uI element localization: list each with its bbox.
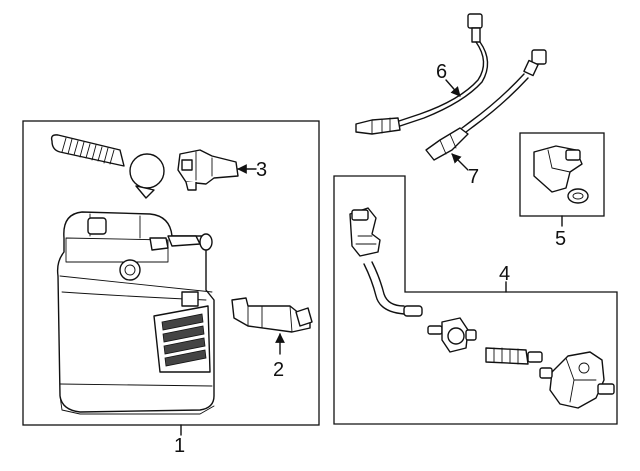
oxygen-sensor-part-6 — [355, 13, 489, 135]
connector-hose — [485, 347, 543, 365]
callout-6: 6 — [436, 61, 447, 83]
callout-4: 4 — [499, 263, 510, 285]
callout-6-arrow — [445, 79, 461, 97]
evap-canister — [56, 211, 215, 415]
vent-hose — [50, 134, 165, 199]
purge-connector — [349, 207, 381, 257]
purge-solenoid — [539, 351, 615, 409]
callout-3: 3 — [256, 159, 267, 181]
purge-group-box — [333, 175, 618, 425]
callout-7-arrow — [451, 153, 469, 171]
vent-solenoid-part-3 — [177, 149, 239, 191]
pressure-sensor-part-2 — [231, 297, 313, 333]
callout-7: 7 — [468, 166, 479, 188]
check-valve — [427, 317, 477, 353]
sensor-part-5 — [533, 145, 589, 204]
callout-2: 2 — [273, 359, 284, 381]
callout-1: 1 — [174, 435, 185, 457]
purge-line — [363, 261, 423, 317]
callout-5: 5 — [555, 228, 566, 250]
oxygen-sensor-part-7 — [425, 49, 547, 161]
canister-group-box — [22, 120, 320, 426]
